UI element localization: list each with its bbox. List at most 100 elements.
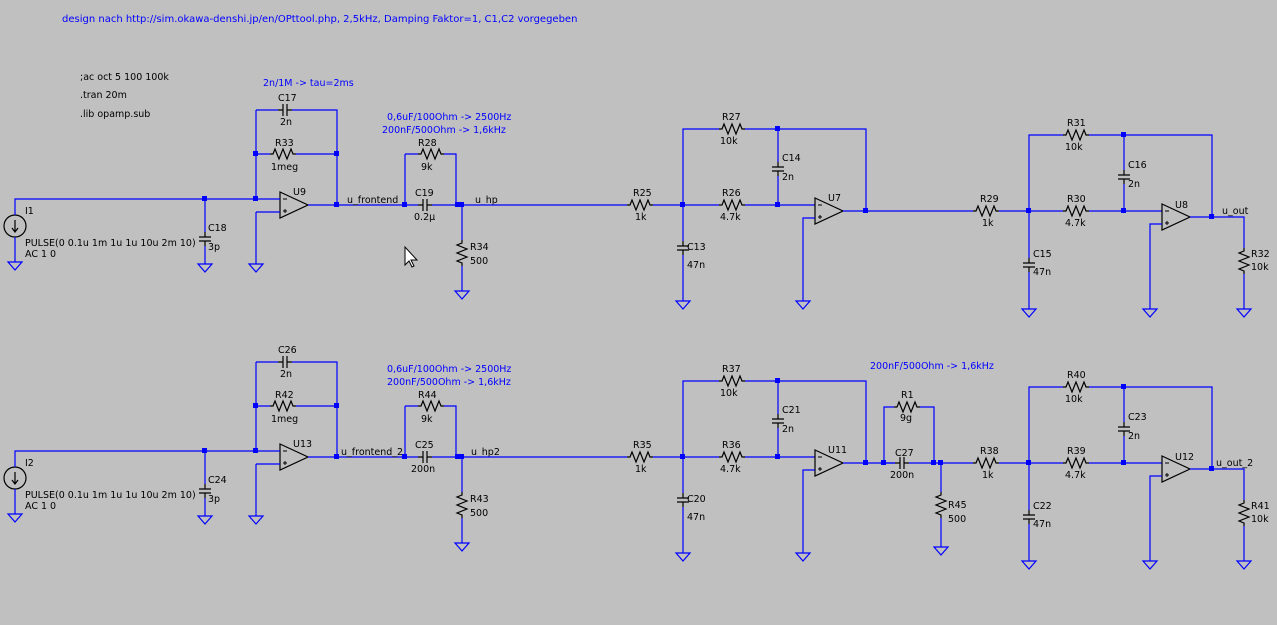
C27-value: 200n bbox=[890, 470, 914, 481]
R36-name: R36 bbox=[722, 440, 741, 451]
I1-name: I1 bbox=[25, 206, 34, 217]
R38-value: 1k bbox=[982, 470, 994, 481]
C15-name: C15 bbox=[1033, 249, 1052, 260]
R43-value: 500 bbox=[470, 508, 488, 519]
current-source-I1[interactable] bbox=[3, 198, 256, 271]
U11-label: U11 bbox=[828, 445, 847, 456]
R42-name: R42 bbox=[275, 390, 294, 401]
R30-value: 4.7k bbox=[1065, 218, 1086, 229]
C19-value: 0.2µ bbox=[414, 212, 435, 223]
C20-value: 47n bbox=[687, 512, 705, 523]
R33-value: 1meg bbox=[271, 162, 298, 173]
comment-hp2-line2[interactable]: 200nF/500Ohm -> 1,6kHz bbox=[387, 377, 511, 388]
U9-label: U9 bbox=[293, 187, 306, 198]
I2-name: I2 bbox=[25, 458, 34, 469]
R37-name: R37 bbox=[722, 364, 741, 375]
R41-value: 10k bbox=[1251, 514, 1269, 525]
R25-name: R25 bbox=[633, 188, 652, 199]
R39-value: 4.7k bbox=[1065, 470, 1086, 481]
C23-name: C23 bbox=[1128, 412, 1147, 423]
capacitor-C18[interactable] bbox=[197, 199, 213, 273]
R31-name: R31 bbox=[1067, 118, 1086, 129]
C27-name: C27 bbox=[895, 448, 914, 459]
net-u-frontend[interactable]: u_frontend bbox=[347, 195, 398, 206]
C24-name: C24 bbox=[208, 475, 227, 486]
R26-name: R26 bbox=[722, 188, 741, 199]
R28-name: R28 bbox=[418, 138, 437, 149]
C24-value: 3p bbox=[208, 494, 220, 505]
capacitor-C24[interactable] bbox=[197, 451, 213, 525]
spice-directive-lib[interactable]: .lib opamp.sub bbox=[80, 109, 150, 120]
I2-ac: AC 1 0 bbox=[25, 501, 56, 512]
R45-name: R45 bbox=[948, 500, 967, 511]
R27-value: 10k bbox=[720, 136, 738, 147]
C20-name: C20 bbox=[687, 494, 706, 505]
C16-name: C16 bbox=[1128, 160, 1147, 171]
R30-name: R30 bbox=[1067, 194, 1086, 205]
C23-value: 2n bbox=[1128, 431, 1140, 442]
current-source-I2[interactable] bbox=[3, 450, 256, 523]
R31-value: 10k bbox=[1065, 142, 1083, 153]
R28-value: 9k bbox=[421, 162, 433, 173]
R34-name: R34 bbox=[470, 242, 489, 253]
net-u-hp2[interactable]: u_hp2 bbox=[471, 447, 500, 458]
C13-value: 47n bbox=[687, 260, 705, 271]
R32-value: 10k bbox=[1251, 262, 1269, 273]
spice-directive-tran[interactable]: .tran 20m bbox=[80, 90, 127, 101]
C13-name: C13 bbox=[687, 242, 706, 253]
R35-name: R35 bbox=[633, 440, 652, 451]
comment-hp2-line1[interactable]: 0,6uF/100Ohm -> 2500Hz bbox=[387, 364, 511, 375]
C22-value: 47n bbox=[1033, 519, 1051, 530]
C15-value: 47n bbox=[1033, 267, 1051, 278]
C14-name: C14 bbox=[782, 153, 801, 164]
net-u-out-2[interactable]: u_out_2 bbox=[1216, 458, 1253, 469]
C22-name: C22 bbox=[1033, 501, 1052, 512]
R40-value: 10k bbox=[1065, 394, 1083, 405]
R36-value: 4.7k bbox=[720, 464, 741, 475]
net-u-hp[interactable]: u_hp bbox=[475, 195, 498, 206]
R32-name: R32 bbox=[1251, 249, 1270, 260]
U8-label: U8 bbox=[1175, 200, 1188, 211]
R25-value: 1k bbox=[635, 212, 647, 223]
comment-hp1-line1[interactable]: 0,6uF/100Ohm -> 2500Hz bbox=[387, 112, 511, 123]
C25-value: 200n bbox=[411, 464, 435, 475]
R42-value: 1meg bbox=[271, 414, 298, 425]
R37-value: 10k bbox=[720, 388, 738, 399]
I2-value: PULSE(0 0.1u 1m 1u 1u 10u 2m 10) bbox=[25, 490, 196, 501]
R38-name: R38 bbox=[980, 446, 999, 457]
comment-hp3[interactable]: 200nF/500Ohm -> 1,6kHz bbox=[870, 361, 994, 372]
C18-name: C18 bbox=[208, 223, 227, 234]
C19-name: C19 bbox=[415, 188, 434, 199]
mouse-cursor-icon bbox=[404, 245, 419, 268]
R1-value: 9g bbox=[900, 413, 912, 424]
U13-label: U13 bbox=[293, 439, 312, 450]
R41-name: R41 bbox=[1251, 501, 1270, 512]
R39-name: R39 bbox=[1067, 446, 1086, 457]
R35-value: 1k bbox=[635, 464, 647, 475]
C26-value: 2n bbox=[280, 369, 292, 380]
R29-name: R29 bbox=[980, 194, 999, 205]
C17-name: C17 bbox=[278, 93, 297, 104]
net-u-out[interactable]: u_out bbox=[1222, 206, 1249, 217]
R29-value: 1k bbox=[982, 218, 994, 229]
U7-label: U7 bbox=[828, 193, 841, 204]
R27-name: R27 bbox=[722, 112, 741, 123]
R44-value: 9k bbox=[421, 414, 433, 425]
C18-value: 3p bbox=[208, 242, 220, 253]
comment-tau[interactable]: 2n/1M -> tau=2ms bbox=[263, 78, 354, 89]
R34-value: 500 bbox=[470, 256, 488, 267]
C21-name: C21 bbox=[782, 405, 801, 416]
R45-value: 500 bbox=[948, 514, 966, 525]
R44-name: R44 bbox=[418, 390, 437, 401]
C21-value: 2n bbox=[782, 424, 794, 435]
R40-name: R40 bbox=[1067, 370, 1086, 381]
spice-directive-ac[interactable]: ;ac oct 5 100 100k bbox=[80, 72, 169, 83]
header-comment[interactable]: design nach http://sim.okawa-denshi.jp/e… bbox=[62, 14, 577, 25]
net-u-frontend-2[interactable]: u_frontend_2 bbox=[341, 447, 403, 458]
R33-name: R33 bbox=[275, 138, 294, 149]
comment-hp1-line2[interactable]: 200nF/500Ohm -> 1,6kHz bbox=[382, 125, 506, 136]
C14-value: 2n bbox=[782, 172, 794, 183]
C26-name: C26 bbox=[278, 345, 297, 356]
R1-name: R1 bbox=[901, 390, 914, 401]
